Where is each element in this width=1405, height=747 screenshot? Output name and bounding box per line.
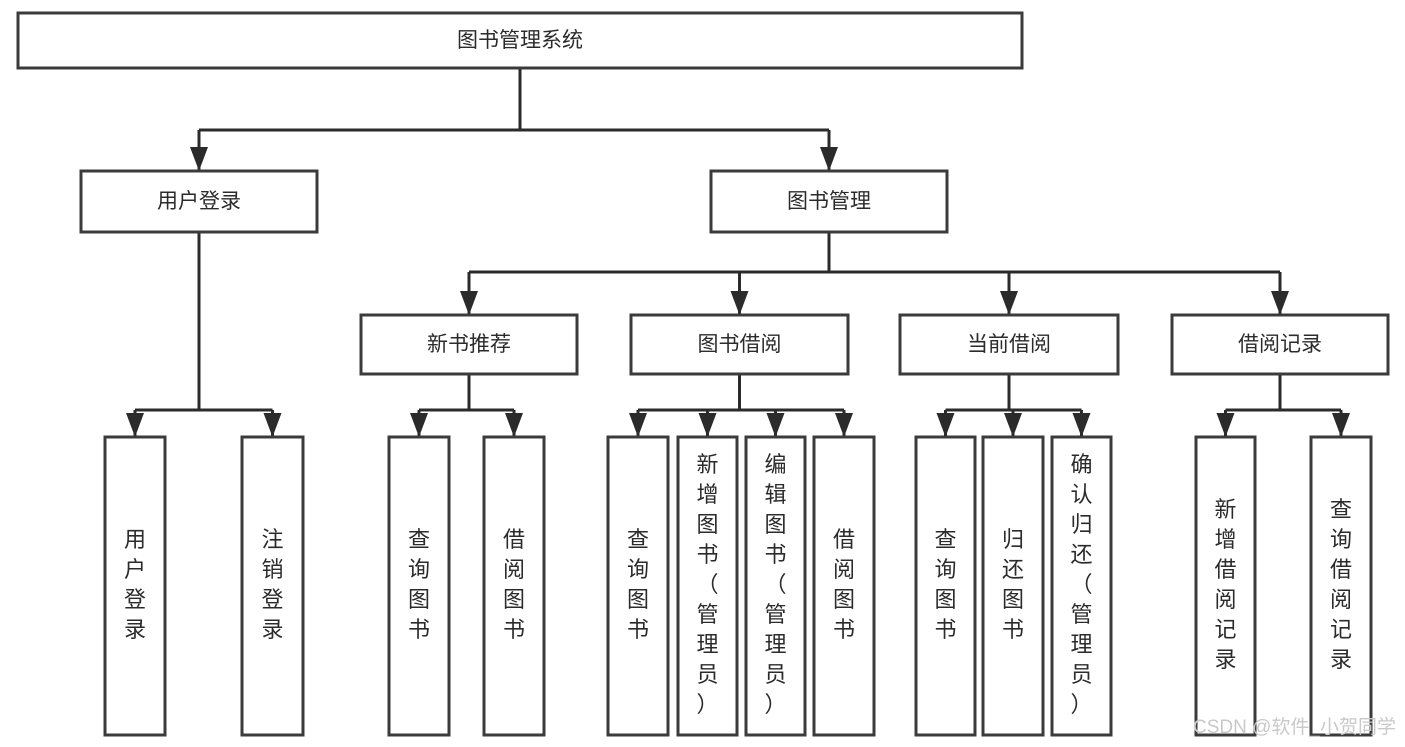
node-box-current-return-book[interactable] — [981, 435, 1045, 737]
node-label-records-add: 新增借阅记录 — [1214, 497, 1236, 672]
node-borrow-records[interactable]: 借阅记录 — [1170, 313, 1390, 376]
node-label-borrow-add-book: 新增图书（管理员） — [696, 452, 718, 717]
node-recommend-borrow-book[interactable]: 借阅图书 — [482, 435, 546, 737]
book-borrow-arrow-3 — [835, 413, 853, 437]
borrow-records-arrow-1 — [1332, 413, 1350, 437]
connector-layer — [126, 68, 1350, 437]
node-label-user-logout: 注销登录 — [261, 527, 283, 642]
node-current-borrow[interactable]: 当前借阅 — [898, 313, 1120, 376]
node-user-logout[interactable]: 注销登录 — [240, 435, 305, 737]
node-box-recommend-query-book[interactable] — [387, 435, 451, 737]
node-box-borrow-add-book[interactable] — [676, 435, 739, 737]
node-box-new-book-recommend[interactable] — [359, 313, 579, 376]
node-current-query-book[interactable]: 查询图书 — [914, 435, 977, 737]
new-book-recommend-arrow-1 — [505, 413, 523, 437]
node-records-query[interactable]: 查询借阅记录 — [1309, 435, 1373, 737]
node-current-return-book[interactable]: 归还图书 — [981, 435, 1045, 737]
node-box-book-borrow[interactable] — [629, 313, 850, 376]
node-layer: 图书管理系统用户登录图书管理用户登录注销登录新书推荐查询图书借阅图书图书借阅查询… — [16, 11, 1390, 737]
csdn-watermark: CSDN @软件_小贺同学 — [1193, 716, 1396, 738]
book-borrow-arrow-2 — [766, 413, 785, 437]
node-current-confirm-return[interactable]: 确认归还（管理员） — [1050, 435, 1113, 737]
node-box-user-logout[interactable] — [240, 435, 305, 737]
node-box-book-manage[interactable] — [709, 169, 949, 234]
root-arrow-1 — [820, 147, 838, 171]
node-user-login[interactable]: 用户登录 — [79, 169, 319, 234]
node-borrow-edit-book[interactable]: 编辑图书（管理员） — [744, 435, 807, 737]
book-borrow-arrow-1 — [698, 413, 717, 437]
book-manage-arrow-1 — [730, 291, 749, 315]
book-manage-arrow-0 — [460, 291, 478, 315]
node-label-recommend-query-book: 查询图书 — [408, 527, 430, 642]
node-book-manage[interactable]: 图书管理 — [709, 169, 949, 234]
node-new-book-recommend[interactable]: 新书推荐 — [359, 313, 579, 376]
new-book-recommend-arrow-0 — [410, 413, 428, 437]
node-records-add[interactable]: 新增借阅记录 — [1194, 435, 1257, 737]
node-label-new-book-recommend: 新书推荐 — [427, 333, 511, 356]
node-label-current-borrow: 当前借阅 — [967, 333, 1051, 356]
book-manage-arrow-2 — [1000, 291, 1018, 315]
root-arrow-0 — [190, 147, 208, 171]
borrow-records-arrow-0 — [1216, 413, 1235, 437]
node-label-user-login: 用户登录 — [157, 190, 241, 213]
node-label-current-return-book: 归还图书 — [1002, 527, 1024, 642]
node-label-borrow-query-book: 查询图书 — [627, 527, 649, 642]
node-box-borrow-borrow-book[interactable] — [812, 435, 876, 737]
node-box-user-login-do[interactable] — [103, 435, 167, 737]
node-book-borrow[interactable]: 图书借阅 — [629, 313, 850, 376]
current-borrow-arrow-2 — [1072, 413, 1091, 437]
node-label-borrow-edit-book: 编辑图书（管理员） — [764, 452, 786, 717]
node-box-borrow-records[interactable] — [1170, 313, 1390, 376]
node-box-records-query[interactable] — [1309, 435, 1373, 737]
node-label-book-borrow: 图书借阅 — [698, 333, 782, 356]
node-label-root: 图书管理系统 — [457, 29, 583, 52]
node-label-user-login-do: 用户登录 — [124, 527, 146, 642]
node-box-current-query-book[interactable] — [914, 435, 977, 737]
book-manage-arrow-3 — [1271, 291, 1289, 315]
node-user-login-do[interactable]: 用户登录 — [103, 435, 167, 737]
node-label-book-manage: 图书管理 — [787, 190, 871, 213]
node-box-root[interactable] — [16, 11, 1024, 70]
node-label-current-query-book: 查询图书 — [934, 527, 956, 642]
node-label-borrow-borrow-book: 借阅图书 — [833, 527, 855, 642]
node-box-records-add[interactable] — [1194, 435, 1257, 737]
node-recommend-query-book[interactable]: 查询图书 — [387, 435, 451, 737]
node-borrow-add-book[interactable]: 新增图书（管理员） — [676, 435, 739, 737]
node-label-recommend-borrow-book: 借阅图书 — [503, 527, 525, 642]
current-borrow-arrow-0 — [936, 413, 955, 437]
node-borrow-borrow-book[interactable]: 借阅图书 — [812, 435, 876, 737]
node-box-current-confirm-return[interactable] — [1050, 435, 1113, 737]
user-login-arrow-1 — [263, 413, 282, 437]
user-login-arrow-0 — [126, 413, 144, 437]
node-box-borrow-edit-book[interactable] — [744, 435, 807, 737]
node-label-borrow-records: 借阅记录 — [1238, 333, 1322, 356]
node-box-borrow-query-book[interactable] — [606, 435, 670, 737]
node-label-current-confirm-return: 确认归还（管理员） — [1070, 452, 1092, 717]
node-root[interactable]: 图书管理系统 — [16, 11, 1024, 70]
book-borrow-arrow-0 — [629, 413, 647, 437]
node-box-user-login[interactable] — [79, 169, 319, 234]
node-label-records-query: 查询借阅记录 — [1330, 497, 1352, 672]
node-box-recommend-borrow-book[interactable] — [482, 435, 546, 737]
node-box-current-borrow[interactable] — [898, 313, 1120, 376]
node-borrow-query-book[interactable]: 查询图书 — [606, 435, 670, 737]
current-borrow-arrow-1 — [1004, 413, 1022, 437]
